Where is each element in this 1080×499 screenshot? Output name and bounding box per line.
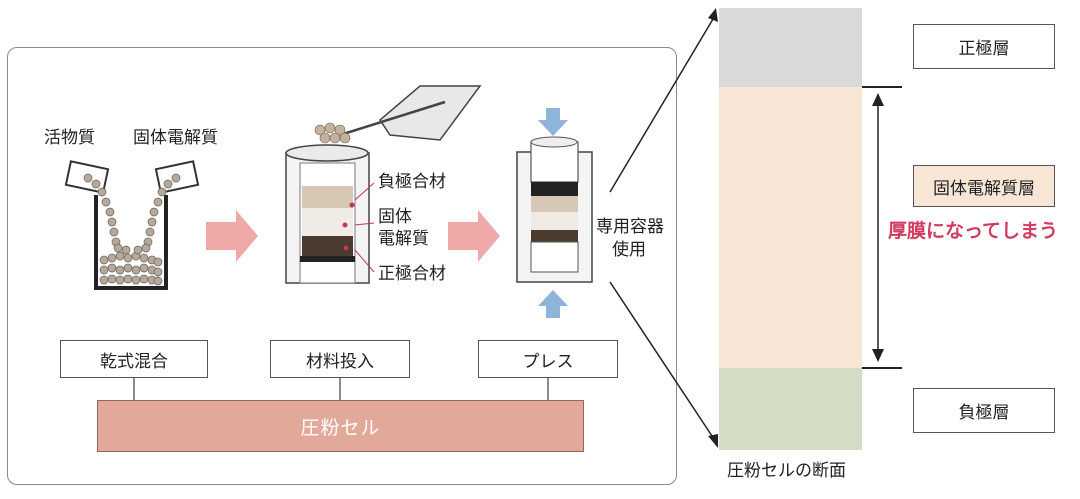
press-down-arrow-icon xyxy=(538,108,568,136)
thickness-arrow-icon xyxy=(872,93,884,362)
zoom-line-top xyxy=(609,13,717,193)
step-dry-mixing: 乾式混合 xyxy=(60,340,208,378)
particles-icon xyxy=(83,173,181,286)
loading-container-icon xyxy=(285,85,482,284)
cathode-mix-label: 正極合材 xyxy=(378,264,446,284)
press-up-arrow-icon xyxy=(538,290,568,318)
active-material-label: 活物質 xyxy=(44,128,95,148)
cathode-layer-block xyxy=(719,8,862,87)
mixing-beaker-icon xyxy=(64,160,200,290)
step-press: プレス xyxy=(478,340,618,378)
use-label: 使用 xyxy=(612,240,646,260)
electrolyte-label-line2: 電解質 xyxy=(378,229,429,249)
thick-film-note: 厚膜になってしまう xyxy=(888,220,1059,242)
step-arrow-2-icon xyxy=(448,210,500,262)
zoom-line-bottom xyxy=(609,281,717,443)
electrolyte-label-line1: 固体 xyxy=(378,207,412,227)
press-container-icon xyxy=(516,108,593,318)
anode-layer-block xyxy=(719,368,862,450)
cathode-layer-label: 正極層 xyxy=(913,24,1055,69)
cross-section-caption: 圧粉セルの断面 xyxy=(727,461,846,481)
electrolyte-layer-label: 固体電解質層 xyxy=(913,165,1055,207)
pressed-powder-cell-bar: 圧粉セル xyxy=(97,400,584,452)
solid-electrolyte-material-label: 固体電解質 xyxy=(133,128,218,148)
step-material-loading: 材料投入 xyxy=(270,340,410,378)
anode-mix-label: 負極合材 xyxy=(378,172,446,192)
step-arrow-1-icon xyxy=(206,210,258,262)
dedicated-container-label: 専用容器 xyxy=(596,217,664,237)
anode-layer-label: 負極層 xyxy=(913,388,1055,433)
electrolyte-layer-block xyxy=(719,87,862,368)
